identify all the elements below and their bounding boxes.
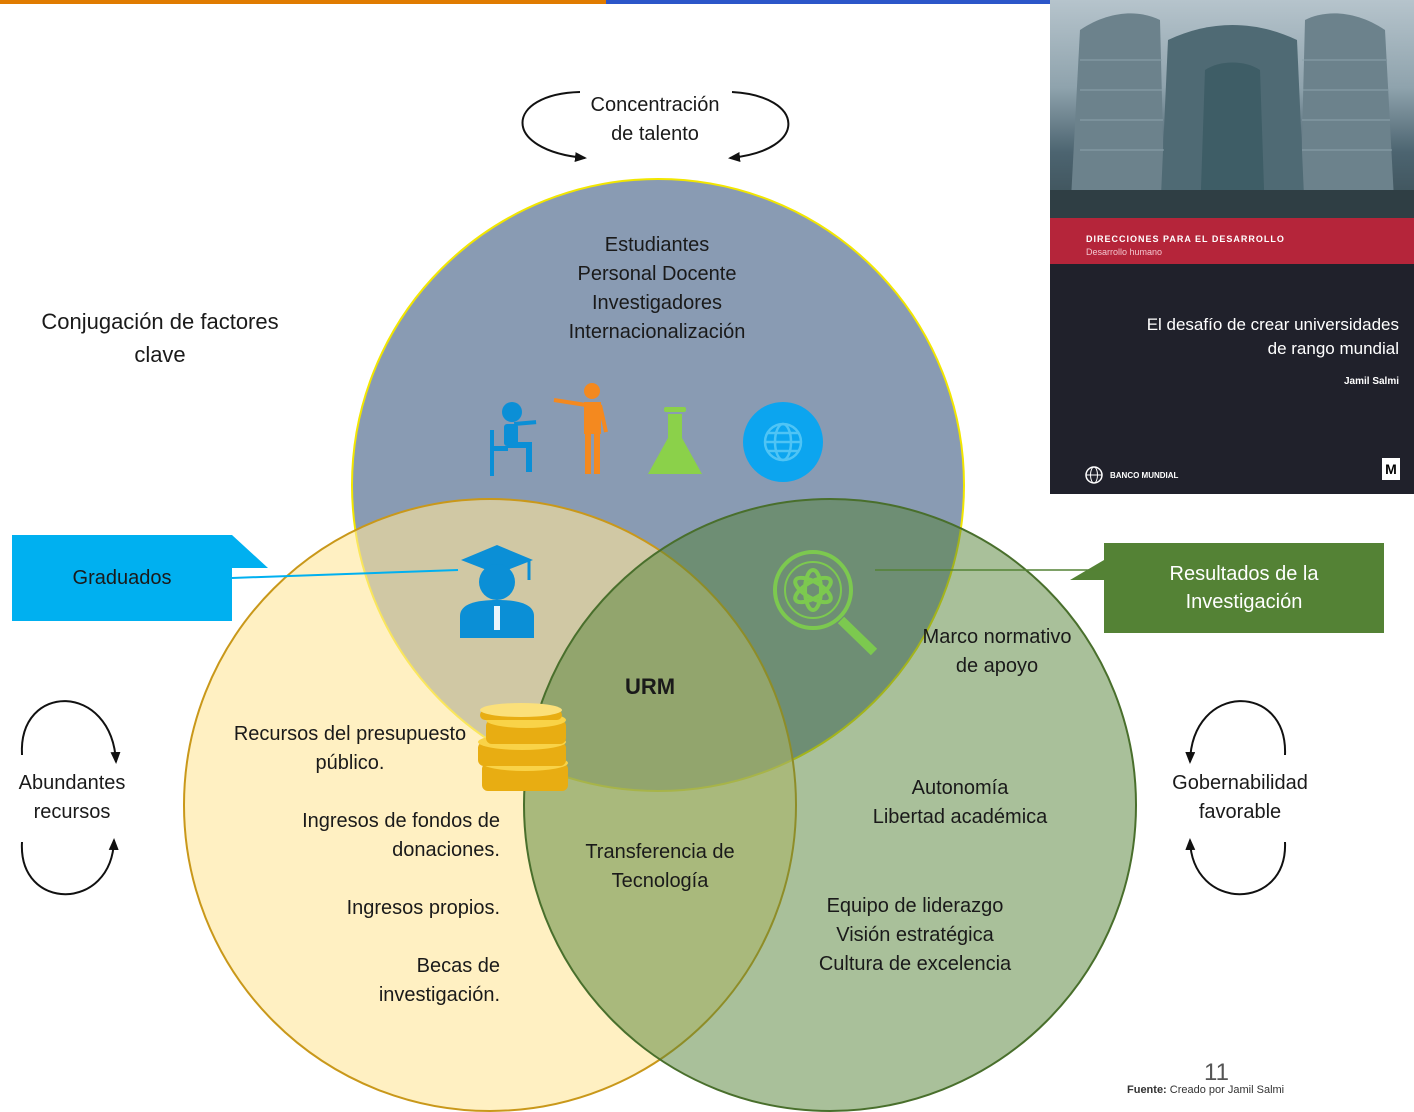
- governance-leadership-line-2: Visión estratégica: [836, 924, 994, 946]
- world-bank-logo-icon: [1085, 466, 1103, 484]
- governance-regulatory-line-1: Marco normativo: [922, 626, 1072, 648]
- resource-research-grants-line-1: Becas de: [416, 955, 500, 977]
- teacher-icon: [553, 383, 608, 474]
- page-number: 11: [1204, 1059, 1229, 1086]
- graduates-callout: Graduados: [12, 535, 232, 621]
- resource-public-budget-line-2: público.: [315, 752, 385, 774]
- governance-leadership-line-3: Cultura de excelencia: [818, 953, 1012, 975]
- book-series: DIRECCIONES PARA EL DESARROLLO: [1086, 234, 1285, 244]
- book-title-line-2: de rango mundial: [1267, 339, 1399, 358]
- resource-research-grants: Becas de investigación.: [250, 952, 500, 1010]
- book-title: El desafío de crear universidades de ran…: [1147, 313, 1399, 361]
- cycle-label-talent: Concentración de talento: [555, 91, 755, 149]
- book-cover: DIRECCIONES PARA EL DESARROLLO Desarroll…: [1050, 0, 1414, 494]
- governance-autonomy-line-1: Autonomía: [911, 777, 1009, 799]
- top-accent-bar-blue: [606, 0, 1414, 4]
- cycle-arrows-top: [521, 91, 790, 163]
- book-publisher: BANCO MUNDIAL: [1084, 465, 1178, 485]
- cycle-resources-line-2: recursos: [33, 801, 111, 823]
- resource-public-budget-line-1: Recursos del presupuesto: [233, 723, 467, 745]
- globe-icon: [743, 402, 823, 482]
- governance-regulatory-line-2: de apoyo: [955, 655, 1039, 677]
- research-results-callout: Resultados de la Investigación: [1104, 543, 1384, 633]
- cycle-label-governance: Gobernabilidad favorable: [1160, 769, 1320, 827]
- resource-donations: Ingresos de fondos de donaciones.: [250, 807, 500, 865]
- talent-item: Investigadores: [591, 292, 723, 314]
- cycle-governance-line-2: favorable: [1198, 801, 1282, 823]
- resource-public-budget: Recursos del presupuesto público.: [220, 720, 480, 778]
- governance-regulatory-framework: Marco normativo de apoyo: [882, 623, 1112, 681]
- source-text: Creado por Jamil Salmi: [1169, 1084, 1285, 1096]
- cycle-talent-line-1: Concentración: [590, 94, 720, 116]
- coins-icon: [478, 703, 568, 791]
- book-subseries: Desarrollo humano: [1086, 247, 1163, 257]
- resource-donations-line-1: Ingresos de fondos de: [302, 810, 500, 832]
- book-publisher-name: BANCO MUNDIAL: [1110, 470, 1179, 480]
- technology-transfer: Transferencia de Tecnología: [560, 838, 760, 896]
- cycle-arrows-left: [20, 700, 121, 896]
- book-series-band: DIRECCIONES PARA EL DESARROLLO Desarroll…: [1050, 218, 1414, 264]
- source-label: Fuente:: [1127, 1084, 1167, 1096]
- book-imprint-logo: M: [1382, 458, 1400, 480]
- graduate-icon: [460, 545, 534, 638]
- governance-leadership-line-1: Equipo de liderazgo: [826, 895, 1004, 917]
- research-results-line-2: Investigación: [1185, 591, 1303, 613]
- cycle-governance-line-1: Gobernabilidad: [1172, 772, 1308, 794]
- building-illustration: [1050, 13, 1414, 218]
- book-cover-photo: [1050, 0, 1414, 218]
- governance-leadership: Equipo de liderazgo Visión estratégica C…: [795, 892, 1035, 979]
- governance-autonomy-line-2: Libertad académica: [872, 806, 1048, 828]
- headline-line-2: clave: [134, 342, 186, 367]
- flask-icon: [648, 407, 702, 474]
- governance-circle: [523, 498, 1137, 1112]
- technology-transfer-line-2: Tecnología: [611, 870, 709, 892]
- source-note: Fuente: Creado por Jamil Salmi: [1127, 1084, 1284, 1096]
- governance-autonomy: Autonomía Libertad académica: [840, 774, 1080, 832]
- resource-own-income-text: Ingresos propios.: [346, 897, 500, 919]
- resource-own-income: Ingresos propios.: [250, 894, 500, 923]
- student-icon: [490, 402, 537, 476]
- resource-research-grants-line-2: investigación.: [378, 984, 500, 1006]
- graduate-connector-line: [231, 569, 459, 579]
- cycle-arrows-right: [1185, 700, 1287, 896]
- cycle-talent-line-2: de talento: [611, 123, 699, 145]
- talent-list: Estudiantes Personal Docente Investigado…: [507, 231, 807, 347]
- technology-transfer-line-1: Transferencia de: [585, 841, 735, 863]
- talent-item: Personal Docente: [577, 263, 737, 285]
- graduate-callout-pointer: [232, 535, 268, 568]
- urm-center-label: URM: [624, 674, 676, 699]
- diagram-headline: Conjugación de factores clave: [20, 305, 300, 371]
- talent-item: Estudiantes: [604, 234, 710, 256]
- book-author: Jamil Salmi: [1343, 376, 1399, 387]
- resource-donations-line-2: donaciones.: [392, 839, 500, 861]
- cycle-label-resources: Abundantes recursos: [2, 769, 142, 827]
- book-title-line-1: El desafío de crear universidades: [1146, 315, 1399, 334]
- graduates-callout-label: Graduados: [72, 566, 172, 589]
- talent-item: Internacionalización: [568, 321, 746, 343]
- research-atom-icon: [773, 550, 878, 656]
- top-accent-bar-orange: [0, 0, 606, 4]
- headline-line-1: Conjugación de factores: [41, 309, 279, 334]
- cycle-resources-line-1: Abundantes: [18, 772, 126, 794]
- research-results-line-1: Resultados de la: [1169, 563, 1319, 585]
